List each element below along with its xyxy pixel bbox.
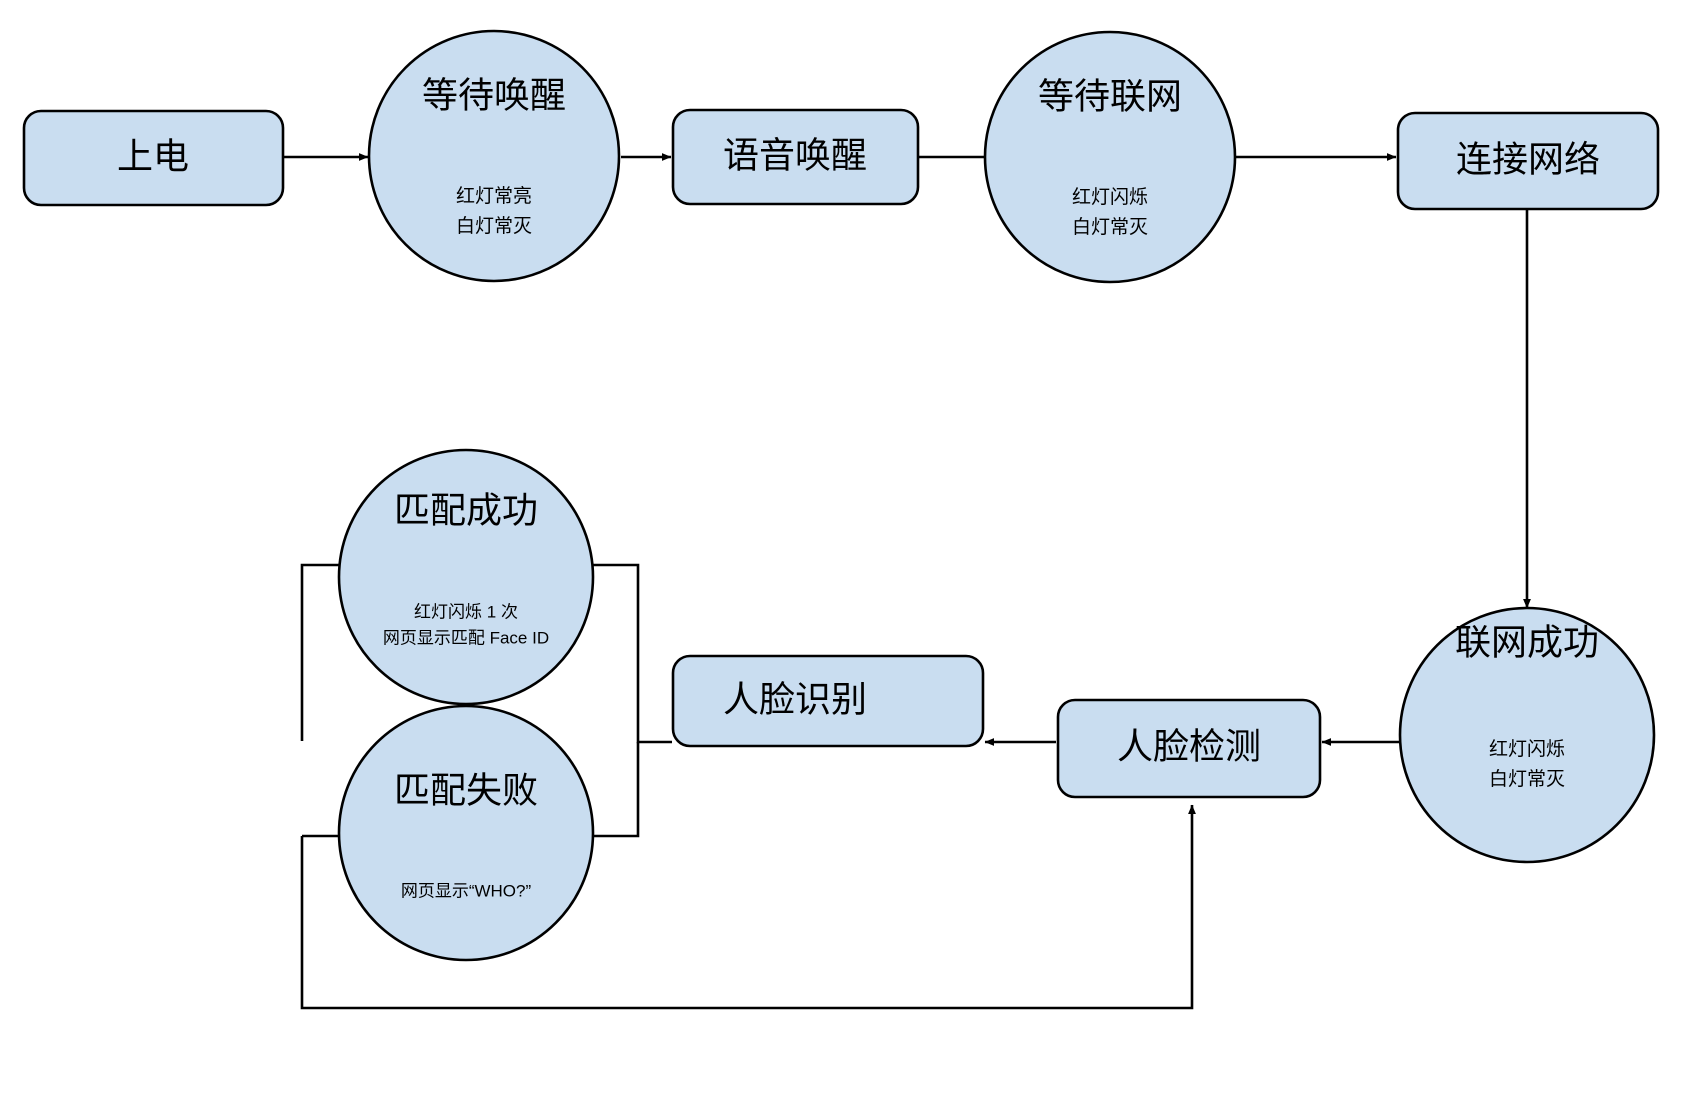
node-power-on-shape[interactable] [22,109,285,207]
node-match-fail-label: 匹配失败 [394,770,538,811]
node-network-success[interactable]: 联网成功 红灯闪烁 白灯常灭 [1398,606,1656,864]
node-network-success-sub-line-2: 白灯常灭 [1489,768,1565,790]
node-power-on-label: 上电 [117,136,189,177]
node-wait-network-shape[interactable] [983,30,1237,284]
node-voice-wakeup-shape[interactable] [671,108,920,206]
node-match-success-shape[interactable] [337,448,595,706]
node-face-recognize[interactable]: 人脸识别 [671,654,985,748]
node-face-recognize-shape[interactable] [671,654,985,748]
node-match-fail-shape[interactable] [337,704,595,962]
node-wait-wakeup-sub-line-2: 白灯常灭 [456,215,532,237]
node-network-success-sub-line-1: 红灯闪烁 [1489,738,1565,760]
node-connect-network[interactable]: 连接网络 [1396,111,1660,211]
node-match-success-sub-line-1: 红灯闪烁 1 次 [414,602,518,621]
node-wait-wakeup[interactable]: 等待唤醒 红灯常亮 白灯常灭 [367,29,621,283]
node-match-fail-sub-line-1: 网页显示“WHO?” [401,881,532,900]
node-connect-network-label: 连接网络 [1456,139,1600,180]
node-power-on[interactable]: 上电 [22,109,285,207]
node-voice-wakeup-label: 语音唤醒 [723,135,867,176]
node-face-detect-shape[interactable] [1056,698,1322,799]
node-wait-wakeup-label: 等待唤醒 [422,75,566,116]
node-wait-wakeup-shape[interactable] [367,29,621,283]
node-network-success-shape[interactable] [1398,606,1656,864]
node-match-success-sub-line-2: 网页显示匹配 Face ID [383,628,549,647]
node-face-detect[interactable]: 人脸检测 [1056,698,1322,799]
node-voice-wakeup[interactable]: 语音唤醒 [671,108,920,206]
node-wait-wakeup-sub-line-1: 红灯常亮 [456,185,532,207]
node-wait-network[interactable]: 等待联网 红灯闪烁 白灯常灭 [983,30,1237,284]
node-wait-network-sub-line-2: 白灯常灭 [1072,216,1148,238]
node-wait-network-label: 等待联网 [1038,76,1182,117]
edge-face-recognize-bracket-right [300,563,672,744]
edge-match-fail-to-face-detect-loop [300,804,1196,1010]
node-face-recognize-label: 人脸识别 [723,679,867,720]
node-network-success-label: 联网成功 [1455,622,1599,663]
node-match-success-label: 匹配成功 [394,490,538,531]
node-wait-network-sub-line-1: 红灯闪烁 [1072,186,1148,208]
node-match-success[interactable]: 匹配成功 红灯闪烁 1 次 网页显示匹配 Face ID [337,448,595,706]
nodes-layer: 上电 等待唤醒 红灯常亮 白灯常灭 语音唤醒 等待联网 红灯闪烁 白灯常灭 [22,29,1660,962]
node-face-detect-label: 人脸检测 [1117,726,1261,767]
node-connect-network-shape[interactable] [1396,111,1660,211]
node-match-fail[interactable]: 匹配失败 网页显示“WHO?” [337,704,595,962]
